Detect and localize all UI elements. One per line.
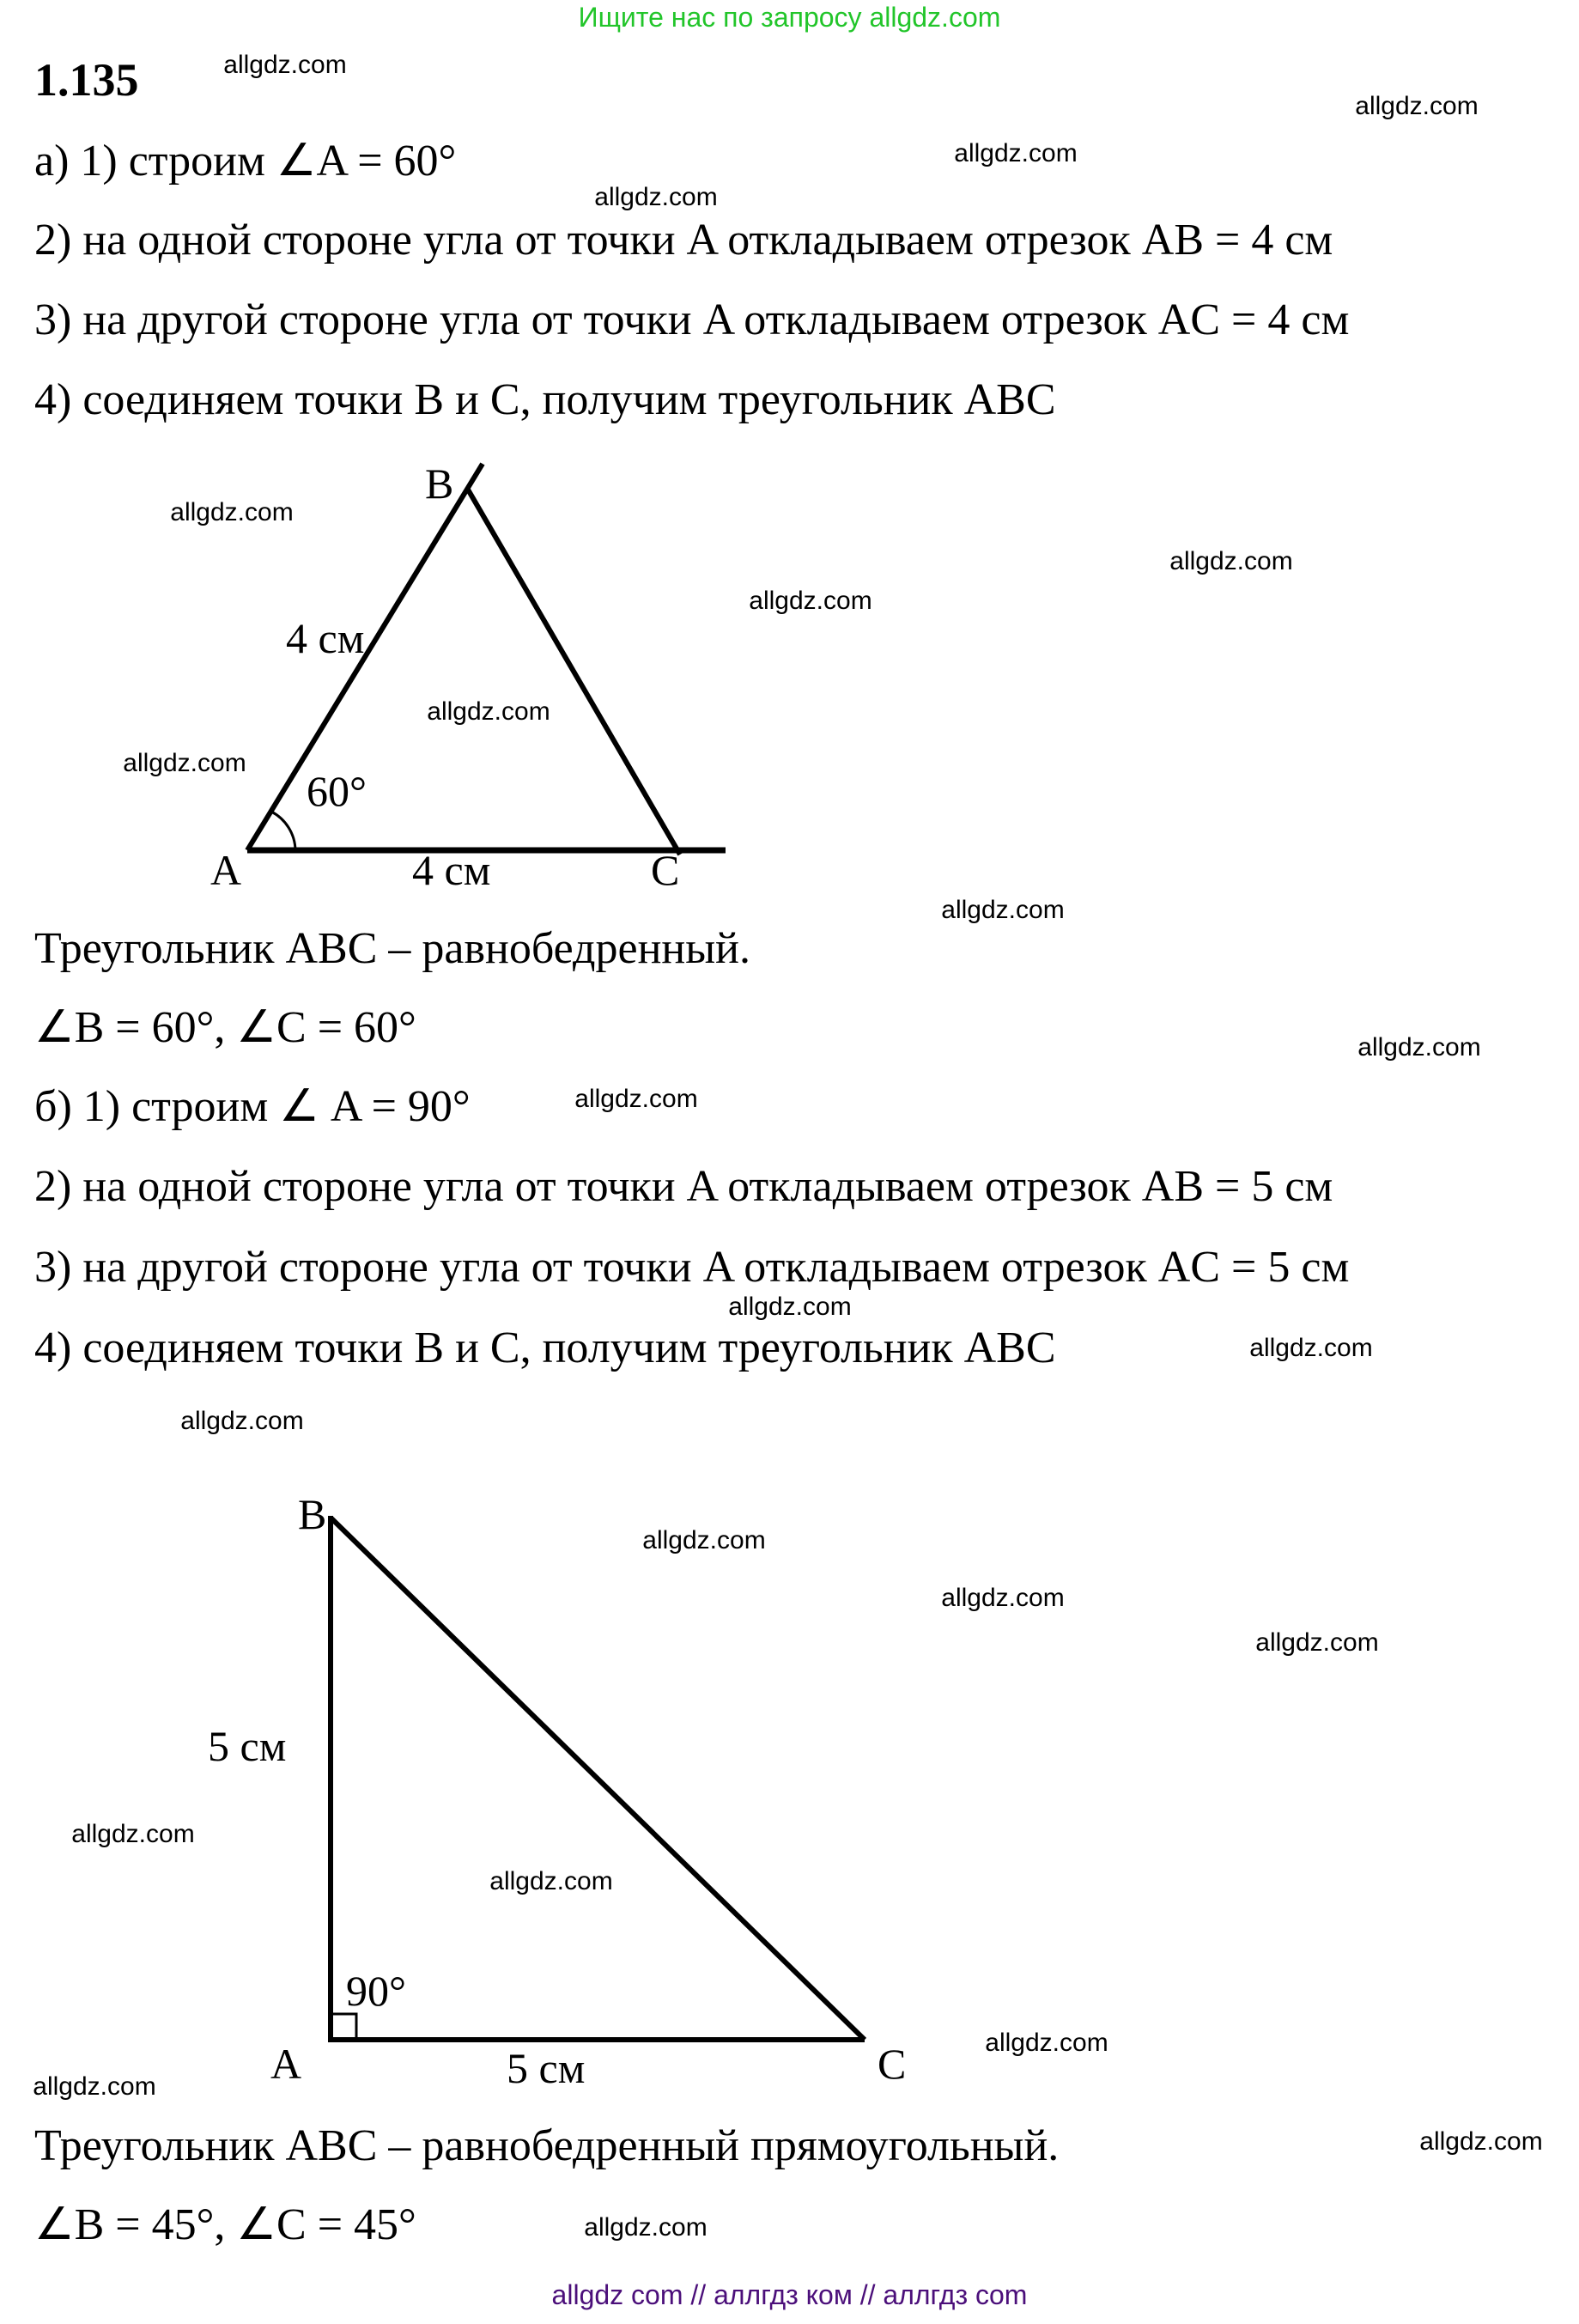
part-b-conclusion: Треугольник ABC – равнобедренный прямоуг… [34,2121,1060,2170]
watermark: allgdz.com [1249,1334,1373,1362]
part-a-step-3: 3) на другой стороне угла от точки A отк… [34,295,1350,344]
watermark: allgdz.com [584,2213,708,2242]
part-a-step-1: а) 1) строим ∠A = 60° [34,137,457,186]
watermark: allgdz.com [1357,1033,1481,1062]
part-b-angles: ∠B = 45°, ∠C = 45° [34,2200,416,2249]
watermark: allgdz.com [223,51,347,79]
watermark: allgdz.com [33,2072,156,2101]
footer-links: allgdz com // аллгдз ком // аллгдз com [551,2279,1028,2310]
vertex-a-label-2: A [270,2040,301,2088]
watermark: allgdz.com [1419,2127,1543,2156]
watermark: allgdz.com [1355,92,1479,120]
side-ab-label-2: 5 см [208,1722,286,1770]
watermark: allgdz.com [954,139,1078,167]
watermark: allgdz.com [574,1085,698,1113]
side-ac-label-2: 5 см [507,2044,585,2092]
part-a-step-2: 2) на одной стороне угла от точки A откл… [34,216,1333,265]
vertex-a-label: A [210,846,241,894]
right-angle-icon [329,2012,358,2041]
vertex-b-label-2: B [298,1490,326,1538]
part-b-step-4: 4) соединяем точки B и C, получим треуго… [34,1323,1056,1372]
watermark: allgdz.com [123,749,246,777]
part-b-step-2: 2) на одной стороне угла от точки A откл… [34,1162,1333,1211]
watermark: allgdz.com [71,1820,195,1848]
watermark: allgdz.com [489,1867,613,1895]
watermark: allgdz.com [728,1293,852,1321]
watermark: allgdz.com [941,896,1065,924]
part-a-conclusion: Треугольник ABC – равнобедренный. [34,924,751,973]
watermark: allgdz.com [1255,1628,1379,1657]
watermark: allgdz.com [985,2029,1108,2057]
angle-a-label-2: 90° [346,1967,406,2015]
search-banner: Ищите нас по запросу allgdz.com [578,2,1001,33]
problem-number: 1.135 [34,54,139,106]
watermark: allgdz.com [642,1526,766,1554]
watermark: allgdz.com [941,1584,1065,1612]
part-b-step-3: 3) на другой стороне угла от точки A отк… [34,1243,1350,1292]
vertex-c-label-2: C [878,2040,906,2088]
part-b-step-1: б) 1) строим ∠ A = 90° [34,1082,471,1131]
angle-a-label: 60° [307,767,367,815]
side-ab-label: 4 см [286,614,364,662]
part-a-angles: ∠B = 60°, ∠C = 60° [34,1003,416,1052]
watermark: allgdz.com [1169,547,1293,575]
watermark: allgdz.com [427,697,550,726]
part-a-step-4: 4) соединяем точки B и C, получим треуго… [34,375,1056,424]
side-ac-label: 4 см [412,846,490,894]
vertex-b-label: B [425,459,453,508]
watermark: allgdz.com [749,587,872,615]
watermark: allgdz.com [594,183,718,211]
vertex-c-label: C [651,846,679,894]
triangle-60-figure: A B C 4 см 4 см 60° [210,459,726,894]
watermark: allgdz.com [170,498,294,526]
triangle-90-figure: A B C 5 см 5 см 90° [208,1490,906,2092]
watermark: allgdz.com [180,1407,304,1435]
angle-arc-icon [270,810,297,851]
